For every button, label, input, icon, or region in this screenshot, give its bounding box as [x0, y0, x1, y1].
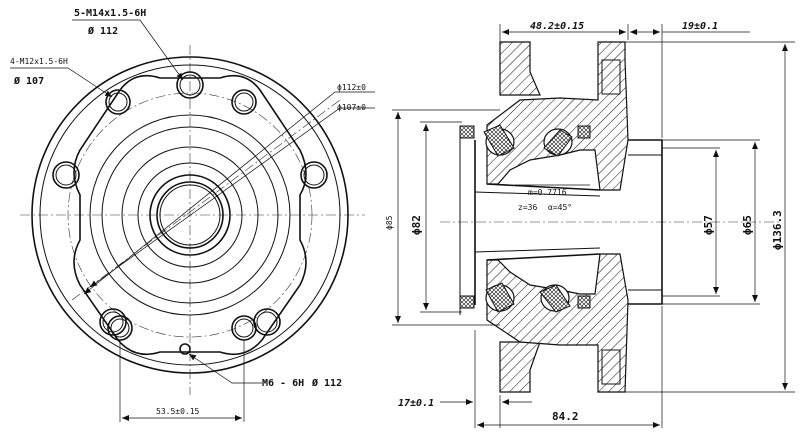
- hub-ring-2: [101, 126, 279, 304]
- front-view: 5-M14x1.5-6H Ø 112 4-M12x1.5-6H Ø 107 ϕ1…: [10, 8, 375, 422]
- stud-hole: [256, 311, 278, 333]
- leader-phi107: [89, 107, 375, 288]
- front-center-line-diagonal: [71, 99, 341, 301]
- mount-hole: [108, 92, 128, 112]
- leader-m14: [72, 19, 184, 81]
- hub-ring-3: [121, 146, 259, 284]
- hub-ring-1: [89, 114, 291, 316]
- label-17: 17±0.1: [398, 398, 434, 409]
- stud-hole: [102, 311, 124, 333]
- flange-bolt-hole-lower: [601, 349, 621, 385]
- stud-hole: [303, 164, 325, 186]
- mount-hole: [110, 318, 130, 338]
- bolt-pcd-circle: [67, 92, 313, 338]
- flange-outer-circle: [31, 56, 349, 374]
- mount-hole: [107, 315, 133, 341]
- label-m12: 4-M12x1.5-6H: [10, 57, 68, 66]
- leader-m6: [188, 353, 262, 384]
- label-phi136: ϕ136.3: [771, 210, 784, 250]
- label-phi65: ϕ65: [741, 215, 754, 235]
- flange-bolt-hole-upper: [601, 59, 621, 95]
- label-phi107: ϕ107±0: [337, 103, 366, 112]
- label-d112-bottom: Ø 112: [311, 377, 342, 389]
- label-phi82: ϕ82: [410, 215, 423, 235]
- label-48: 48.2±0.15: [530, 21, 584, 32]
- label-m6: M6 - 6H: [262, 378, 304, 389]
- label-53: 53.5±0.15: [156, 407, 200, 416]
- label-gear-teeth: z=36: [518, 203, 537, 212]
- section-view: 48.2±0.15 19±0.1 ϕ85 ϕ82 m=0.7716 z=36 α…: [385, 21, 795, 428]
- leader-phi112: [83, 91, 375, 295]
- bearing-cage-lower-left: [485, 282, 515, 313]
- stud-hole: [52, 161, 80, 189]
- seal-upper-right: [577, 125, 591, 139]
- stud-hole: [176, 71, 204, 99]
- label-gear-module: m=0.7716: [528, 188, 567, 197]
- label-19: 19±0.1: [682, 21, 718, 32]
- flange-upper: [499, 41, 541, 96]
- label-phi112: ϕ112±0: [337, 83, 366, 92]
- seal-lower-left: [459, 295, 475, 309]
- label-d107: Ø 107: [13, 75, 44, 87]
- hub-lower-section: [486, 253, 629, 393]
- mount-hole: [234, 92, 254, 112]
- stud-hole: [99, 308, 127, 336]
- m6-hole: [179, 343, 191, 355]
- label-d112-top: Ø 112: [87, 25, 118, 37]
- flange-lower: [499, 341, 541, 393]
- stud-hole: [179, 74, 201, 96]
- bore-outer-circle: [149, 174, 231, 256]
- mount-hole: [105, 89, 131, 115]
- hub-ring-4: [137, 162, 243, 268]
- seal-upper-left: [459, 125, 475, 139]
- label-gear-angle: α=45°: [548, 203, 572, 212]
- mount-holes: [105, 89, 257, 341]
- hub-upper-section: [486, 41, 629, 191]
- label-phi85: ϕ85: [385, 215, 394, 230]
- label-phi57: ϕ57: [702, 215, 715, 235]
- stud-hole: [253, 308, 281, 336]
- bore-inner-bottom: [474, 247, 601, 253]
- bearing-cage-upper-left: [483, 124, 515, 157]
- bearing-cage-lower-right: [539, 284, 571, 313]
- hub-lobed-outline: [73, 74, 307, 356]
- seal-lower-right: [577, 295, 591, 309]
- bearing-cage-upper-right: [543, 129, 573, 157]
- spigot: [628, 139, 663, 305]
- bore-line-top: [486, 183, 601, 191]
- stud-hole: [300, 161, 328, 189]
- bore-line-bottom: [486, 253, 601, 261]
- bore-circle: [156, 181, 224, 249]
- bore-inner-circle: [159, 184, 221, 246]
- bore-inner-top: [474, 191, 601, 197]
- flange-inner-ring: [39, 64, 341, 366]
- label-84: 84.2: [552, 410, 579, 423]
- mount-hole: [234, 318, 254, 338]
- mount-hole: [231, 89, 257, 115]
- label-m14: 5-M14x1.5-6H: [74, 8, 146, 19]
- leader-m12: [10, 67, 113, 98]
- stud-hole: [55, 164, 77, 186]
